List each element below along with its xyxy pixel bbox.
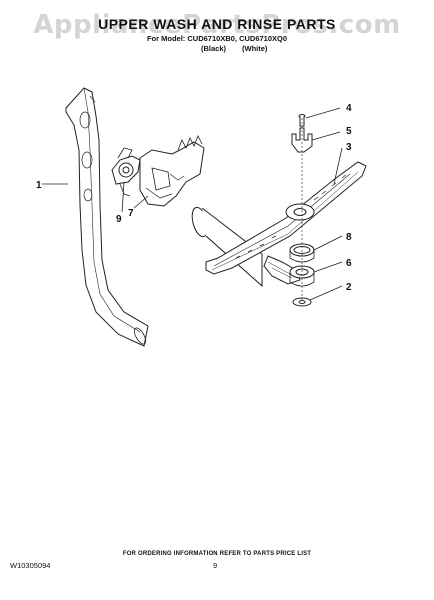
- part-7-manifold: [139, 135, 205, 207]
- callout-3: 3: [346, 142, 352, 153]
- leader-lines: [42, 107, 343, 301]
- callout-5: 5: [346, 126, 352, 137]
- spray-arm-pipe: [191, 206, 263, 288]
- page-number: 9: [213, 561, 218, 570]
- callout-1: 1: [36, 180, 42, 191]
- color-label-black: (Black): [201, 44, 227, 53]
- part-4-screw: [298, 114, 306, 127]
- callout-8: 8: [346, 232, 352, 243]
- document-id: W10305094: [10, 561, 51, 570]
- color-label-white: (White): [242, 44, 268, 53]
- part-3-spray-arm: [205, 161, 367, 275]
- callout-6: 6: [346, 258, 352, 269]
- part-9-clip: [111, 147, 141, 197]
- callout-9: 9: [116, 214, 122, 225]
- arm-hub-tube: [263, 255, 301, 285]
- ordering-note: FOR ORDERING INFORMATION REFER TO PARTS …: [122, 551, 312, 557]
- callout-7: 7: [128, 208, 134, 219]
- model-subtitle: For Model: CUD6710XB0, CUD6710XQ0: [146, 34, 288, 43]
- callout-2: 2: [346, 282, 352, 293]
- part-1-supply-tube: [65, 87, 149, 347]
- page-title: UPPER WASH AND RINSE PARTS: [98, 16, 336, 32]
- callout-4: 4: [346, 103, 352, 114]
